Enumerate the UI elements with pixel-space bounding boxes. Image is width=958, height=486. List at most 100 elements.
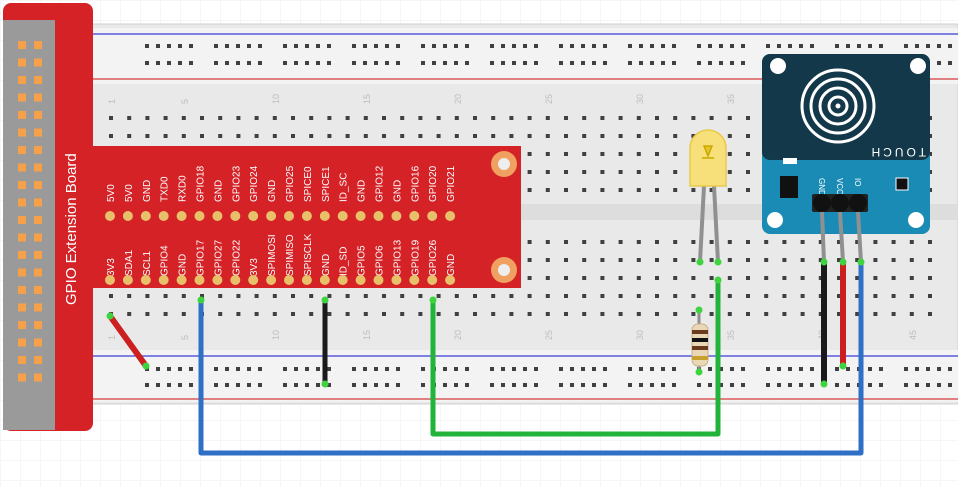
header-pin [18, 233, 26, 242]
rail-hole [396, 44, 400, 48]
pin-label: GPIO25 [285, 165, 296, 202]
rail-hole [672, 61, 676, 65]
header-pin [18, 58, 26, 67]
terminal-hole [527, 152, 532, 156]
rail-hole [948, 44, 952, 48]
terminal-hole [436, 134, 441, 138]
rail-hole [661, 61, 665, 65]
header-pin [18, 373, 26, 382]
terminal-hole [564, 188, 568, 192]
pin-pad [301, 275, 312, 285]
header-pin [34, 216, 42, 224]
terminal-hole [600, 258, 605, 262]
header-pin [18, 338, 26, 347]
terminal-hole [236, 294, 241, 298]
header-pin [34, 251, 42, 259]
pin-pad [230, 211, 241, 221]
terminal-hole [527, 134, 532, 138]
rail-hole [523, 44, 527, 48]
terminal-hole [800, 258, 805, 262]
terminal-hole [727, 294, 732, 298]
rail-hole [465, 44, 469, 48]
mount-hole-top [491, 151, 517, 177]
terminal-hole [436, 116, 441, 120]
column-number: 35 [726, 330, 736, 340]
terminal-hole [345, 134, 350, 138]
terminal-hole [291, 294, 295, 298]
terminal-hole [928, 276, 932, 280]
rail-hole [846, 383, 850, 387]
column-number: 20 [453, 94, 463, 104]
module-mount-hole [767, 212, 783, 228]
rail-hole [294, 383, 298, 387]
rail-hole [145, 61, 149, 65]
terminal-hole [655, 240, 659, 244]
terminal-hole [600, 188, 605, 192]
rail-hole [501, 383, 505, 387]
terminal-hole [782, 312, 787, 316]
pin-label: ID_SD [339, 247, 350, 276]
terminal-hole [582, 152, 587, 156]
terminal-hole [709, 116, 714, 120]
header-pin [34, 303, 42, 312]
terminal-hole [782, 294, 787, 298]
connection-dot [714, 258, 722, 266]
terminal-hole [454, 312, 459, 316]
pin-pad [248, 275, 259, 285]
rail-hole [225, 383, 229, 387]
terminal-hole [272, 294, 277, 298]
rail-hole [145, 383, 149, 387]
pin-pad [176, 275, 187, 285]
rail-hole [214, 61, 218, 65]
terminal-hole [673, 294, 678, 298]
header-pin [18, 76, 26, 84]
rail-hole [490, 367, 494, 371]
pin-label: SPICE1 [321, 166, 332, 202]
terminal-hole [655, 294, 659, 298]
rail-hole [581, 44, 585, 48]
connection-dot [142, 362, 150, 370]
terminal-hole [254, 116, 259, 120]
terminal-hole [582, 294, 587, 298]
terminal-hole [655, 134, 659, 138]
rail-hole [327, 61, 331, 65]
terminal-hole [545, 312, 550, 316]
terminal-hole [855, 258, 860, 262]
terminal-hole [709, 312, 714, 316]
rail-hole [352, 61, 356, 65]
rail-hole [639, 61, 643, 65]
pin-pad [301, 211, 312, 221]
rail-hole [559, 61, 563, 65]
rail-hole [708, 44, 712, 48]
rail-hole [258, 61, 262, 65]
pin-pad [158, 275, 169, 285]
terminal-hole [618, 134, 623, 138]
terminal-hole [746, 276, 750, 280]
terminal-hole [291, 134, 295, 138]
connection-dot [857, 258, 865, 266]
pin-label: 5V0 [124, 184, 135, 202]
terminal-hole [363, 294, 368, 298]
terminal-hole [673, 134, 678, 138]
terminal-hole [582, 134, 587, 138]
rail-hole [421, 44, 425, 48]
touch-icon [800, 68, 876, 144]
header-pin [34, 93, 42, 102]
pin-pad [230, 275, 241, 285]
terminal-hole [618, 116, 623, 120]
terminal-hole [600, 170, 605, 174]
rail-hole [465, 367, 469, 371]
rail-hole [512, 61, 516, 65]
rail-hole [603, 383, 607, 387]
rail-hole [214, 367, 218, 371]
terminal-hole [236, 116, 241, 120]
column-number: 15 [362, 330, 372, 340]
header-pin [18, 198, 26, 207]
terminal-hole [545, 134, 550, 138]
terminal-hole [636, 276, 641, 280]
rail-hole [178, 367, 182, 371]
rail-hole [697, 383, 701, 387]
rail-hole [534, 383, 538, 387]
rail-hole [719, 44, 723, 48]
terminal-hole [818, 294, 823, 298]
